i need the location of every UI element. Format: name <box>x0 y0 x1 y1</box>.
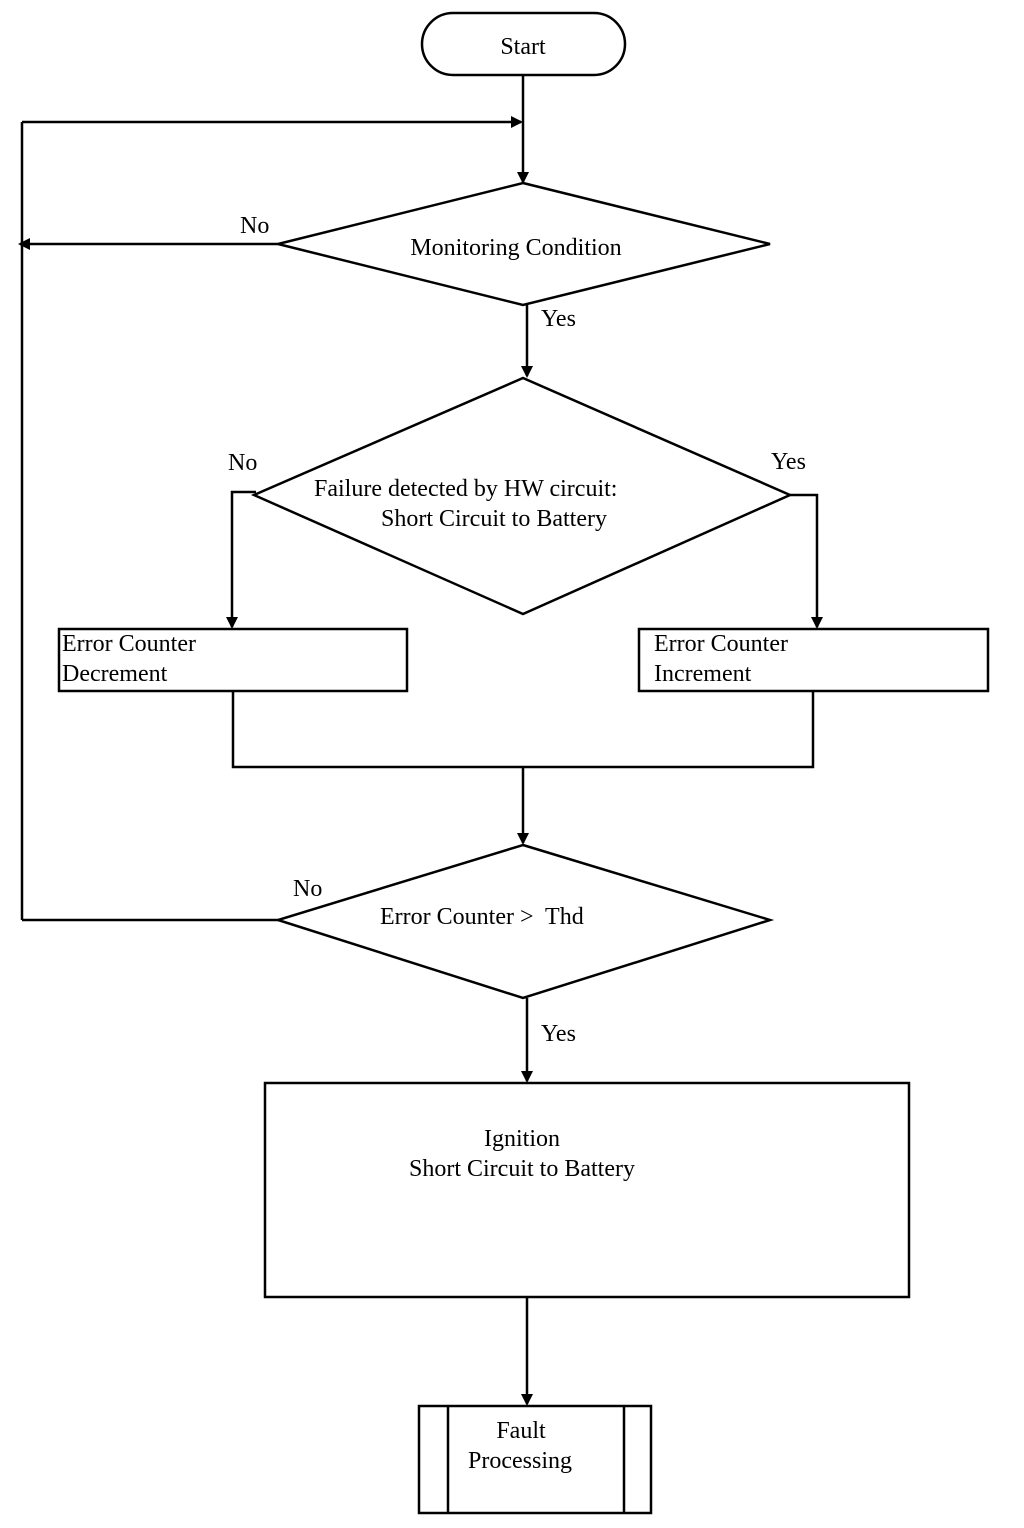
threshold-decision <box>273 843 775 1000</box>
decrement-label-line1: Error Counter <box>62 631 196 657</box>
increment-label-line2: Increment <box>654 661 752 687</box>
failure-detected-decision <box>250 376 794 616</box>
monitoring-condition-decision <box>277 181 771 307</box>
connector-counters-merge <box>231 691 815 769</box>
threshold-label: Error Counter > Thd <box>380 904 584 930</box>
connector-failure-yes <box>790 493 823 629</box>
fault-processing-box <box>417 1404 653 1515</box>
start-label: Start <box>500 34 546 60</box>
failure-detected-label-line2: Short Circuit to Battery <box>381 506 607 532</box>
threshold-no-label: No <box>293 876 322 902</box>
threshold-yes-label: Yes <box>541 1021 576 1047</box>
ignition-process-box <box>263 1081 911 1299</box>
failure-detected-label-line1: Failure detected by HW circuit: <box>314 476 617 502</box>
monitoring-condition-label: Monitoring Condition <box>410 235 621 261</box>
ignition-label-line2: Short Circuit to Battery <box>409 1156 635 1182</box>
failure-yes-label: Yes <box>771 449 806 475</box>
monitoring-no-label: No <box>240 213 269 239</box>
failure-no-label: No <box>228 450 257 476</box>
start-terminator <box>420 11 627 77</box>
error-counter-increment-box <box>637 627 990 693</box>
decrement-label-line2: Decrement <box>62 661 168 687</box>
fault-processing-label-line1: Fault <box>496 1418 546 1444</box>
connector-failure-no <box>226 490 256 629</box>
monitoring-yes-label: Yes <box>541 306 576 332</box>
error-counter-decrement-box <box>57 627 409 693</box>
increment-label-line1: Error Counter <box>654 631 788 657</box>
ignition-label-line1: Ignition <box>484 1126 560 1152</box>
fault-processing-label-line2: Processing <box>468 1448 572 1474</box>
